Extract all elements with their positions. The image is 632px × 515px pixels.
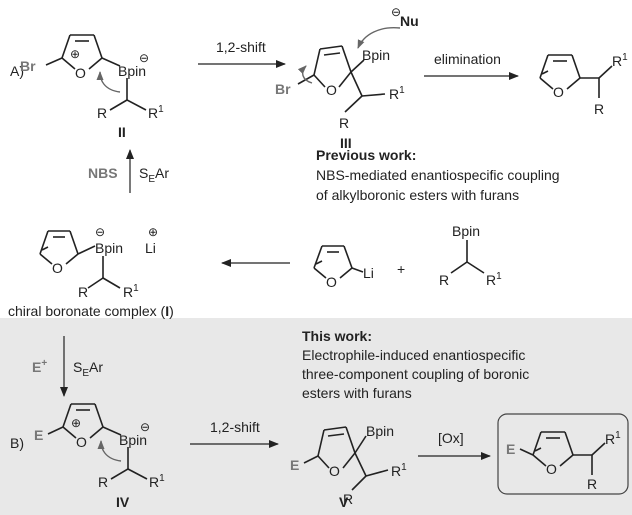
r1-group: R1 xyxy=(148,104,164,121)
compound-label-iii: III xyxy=(340,135,352,151)
r1-group-ester: R1 xyxy=(486,271,502,288)
nbs-reagent: NBS xyxy=(88,165,118,181)
shift-label-a: 1,2-shift xyxy=(216,39,266,55)
r-group-iii: R xyxy=(339,115,349,131)
product-furan-b xyxy=(519,431,606,475)
lithium-charge-icon: ⊕ xyxy=(148,225,158,239)
r1-group-iii: R1 xyxy=(389,85,405,102)
r1-group-i: R1 xyxy=(123,283,139,300)
oxygen-atom-product-a: O xyxy=(553,84,564,100)
r1-group-product-b: R1 xyxy=(605,430,621,447)
bpin-group: Bpin xyxy=(118,63,146,79)
electrophile-atom-v: E xyxy=(290,457,299,473)
nucleophile-charge-icon: ⊖ xyxy=(391,5,401,19)
boronate-complex-i xyxy=(39,230,121,289)
boronate-charge-icon-iv: ⊖ xyxy=(140,420,150,434)
boronate-charge-icon-i: ⊖ xyxy=(95,225,105,239)
row-b-label: B) xyxy=(10,435,24,451)
r-group: R xyxy=(97,105,107,121)
oxonium-charge-icon: ⊕ xyxy=(70,47,80,61)
this-work-title: This work: xyxy=(302,328,372,344)
r-group-product-b: R xyxy=(587,476,597,492)
bpin-group-v: Bpin xyxy=(366,423,394,439)
chiral-complex-caption: chiral boronate complex (I) xyxy=(8,303,174,319)
oxidation-label: [Ox] xyxy=(438,430,464,446)
this-work-line-2: three-component coupling of boronic xyxy=(302,366,529,382)
nucleophile: Nu xyxy=(400,13,419,29)
intermediate-ii xyxy=(45,34,147,111)
this-work-line-1: Electrophile-induced enantiospecific xyxy=(302,347,525,363)
r-group-product-a: R xyxy=(594,101,604,117)
this-work-line-3: esters with furans xyxy=(302,385,412,401)
plus-sign: + xyxy=(397,261,405,277)
oxygen-atom-furyllithium: O xyxy=(326,274,337,290)
electrophile-reagent: E+ xyxy=(32,358,47,375)
bromine-atom-iii: Br xyxy=(275,81,291,97)
bpin-group-iii: Bpin xyxy=(362,47,390,63)
intermediate-iii xyxy=(297,27,401,113)
previous-work-title: Previous work: xyxy=(316,147,416,163)
bpin-group-iv: Bpin xyxy=(119,432,147,448)
oxygen-atom-iii: O xyxy=(326,82,337,98)
boronic-ester xyxy=(450,240,485,274)
oxygen-atom-iv: O xyxy=(76,434,87,450)
boronate-charge-icon: ⊖ xyxy=(139,51,149,65)
previous-work-line-2: of alkylboronic esters with furans xyxy=(316,187,519,203)
r1-group-v: R1 xyxy=(391,462,407,479)
compound-label-ii: II xyxy=(118,124,126,140)
electrophile-atom-product: E xyxy=(506,441,515,457)
r-group-ester: R xyxy=(439,272,449,288)
intermediate-v xyxy=(303,426,389,491)
furyllithium xyxy=(313,245,364,279)
oxygen-atom: O xyxy=(75,65,86,81)
electrophile-atom-iv: E xyxy=(34,427,43,443)
r-group-i: R xyxy=(78,284,88,300)
compound-label-v: V xyxy=(339,494,349,510)
intermediate-iv xyxy=(47,403,148,480)
sear-label-a: SEAr xyxy=(139,165,169,185)
bpin-group-i: Bpin xyxy=(95,240,123,256)
lithium-atom: Li xyxy=(363,265,374,281)
r1-group-product-a: R1 xyxy=(612,52,628,69)
row-a-label: A) xyxy=(10,63,24,79)
oxygen-atom-v: O xyxy=(329,463,340,479)
oxygen-atom-product-b: O xyxy=(546,461,557,477)
r-group-iv: R xyxy=(98,474,108,490)
r-group-v: R xyxy=(343,491,353,507)
sear-label-b: SEAr xyxy=(73,359,103,379)
lithium-cation: Li xyxy=(145,240,156,256)
oxygen-atom-i: O xyxy=(52,260,63,276)
product-box xyxy=(497,413,629,495)
oxonium-charge-icon-iv: ⊕ xyxy=(71,416,81,430)
bromine-atom: Br xyxy=(20,58,36,74)
compound-label-iv: IV xyxy=(116,494,130,510)
previous-work-line-1: NBS-mediated enantiospecific coupling xyxy=(316,167,560,183)
product-furan-a xyxy=(539,54,613,98)
r1-group-iv: R1 xyxy=(149,473,165,490)
elimination-label: elimination xyxy=(434,51,501,67)
shift-label-b: 1,2-shift xyxy=(210,419,260,435)
bpin-group-ester: Bpin xyxy=(452,223,480,239)
